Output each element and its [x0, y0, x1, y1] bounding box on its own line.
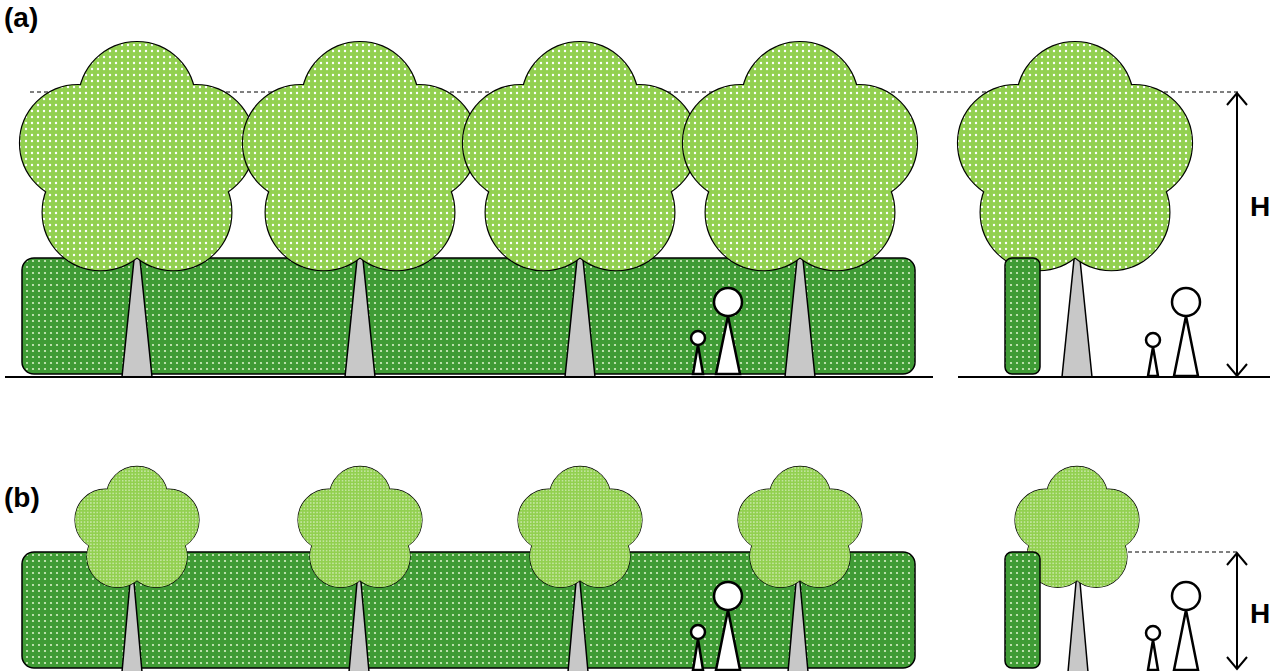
panel-label: (b)	[4, 484, 40, 512]
height-dimension-arrow	[1227, 553, 1247, 669]
height-dimension-arrow	[1227, 93, 1247, 376]
hedge-section	[1005, 258, 1040, 374]
people	[691, 288, 1200, 376]
people	[691, 582, 1200, 670]
tree-crowns	[75, 466, 1139, 587]
dimension-label: H	[1250, 600, 1270, 628]
hedge	[22, 258, 915, 374]
tree-crowns	[20, 42, 1192, 270]
panel-label: (a)	[4, 4, 38, 32]
ground-lines	[5, 376, 1270, 378]
hedge-section	[1005, 552, 1040, 668]
dimension-label: H	[1250, 193, 1270, 221]
